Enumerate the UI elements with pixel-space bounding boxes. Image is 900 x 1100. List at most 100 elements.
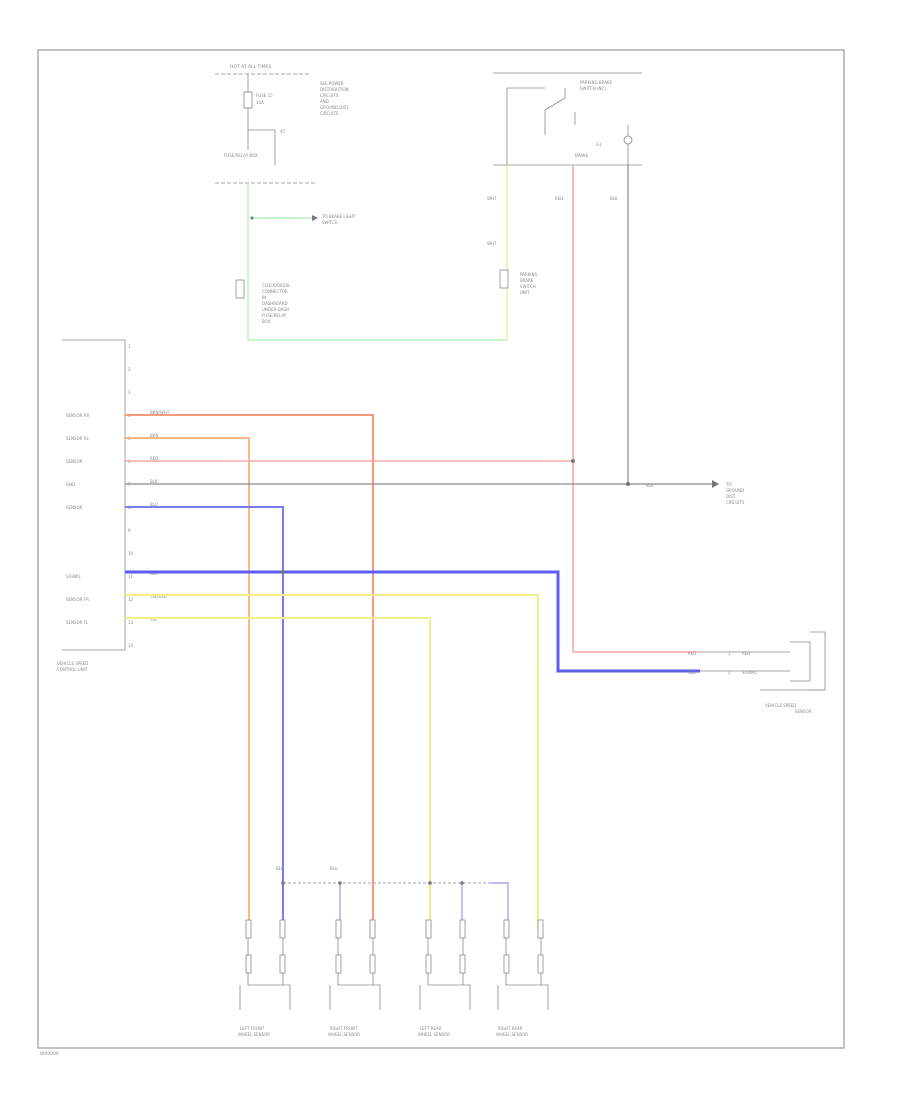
fuse-box-label: FUSE/RELAY BOX <box>224 153 258 158</box>
stop-light-1: TO BRAKE LIGHT <box>321 214 356 219</box>
ground-note-1: TO <box>725 482 732 487</box>
wheel-sensor-name-2: WHEEL SENSOR <box>418 1032 450 1037</box>
pin-wire-color: YEL/RED <box>149 594 167 599</box>
wheel-sensor-pin <box>279 919 286 939</box>
wheel-sensor-pin <box>537 954 544 974</box>
rear-sensor-pin2-color: BLU <box>688 670 696 675</box>
wheel-sensor-pin <box>537 919 544 939</box>
wheel-sensor-name-1: LEFT FRONT <box>240 1026 265 1031</box>
switch-contact <box>544 97 566 111</box>
pin-number: 1 <box>128 344 131 349</box>
pin-number: 2 <box>128 367 131 372</box>
wheel-sensor-pin <box>425 954 432 974</box>
pin-label-a7: A7 <box>280 129 286 134</box>
wheel-sensor-pin <box>369 919 376 939</box>
wheel-sensor-pin <box>503 954 510 974</box>
ground-note-3: DIST. <box>726 494 736 499</box>
rear-sensor-name-1: VEHICLE SPEED <box>765 703 796 708</box>
pin-number: 9 <box>128 528 131 533</box>
switch-title-1: PARKING BRAKE <box>580 80 613 85</box>
rear-sensor-pin2-label: SIGNAL <box>742 670 758 675</box>
pin-wire-color: BLU <box>150 502 158 507</box>
rear-sensor-name-2: SENSOR <box>795 709 812 714</box>
fuse-label: FUSE 15 <box>256 93 273 98</box>
control-unit-name-1: VEHICLE SPEED <box>57 661 88 666</box>
wire-harness: BLK TO GROUND DIST. CIRCUITS <box>125 414 745 930</box>
relay-conn-4: DASHBOARD <box>262 301 288 306</box>
wire-blu-sensor <box>125 506 284 930</box>
relay-conn-1: CLOCK/DIODE <box>262 283 290 288</box>
pin-name: SENSOR RR <box>66 413 90 418</box>
pin-name: SIGNAL <box>66 574 82 579</box>
rear-sensor-pin2-num: 2 <box>728 670 731 675</box>
rear-sensor-pin1-color: RED <box>688 651 696 656</box>
wheel-sensor-pin <box>279 954 286 974</box>
pb-unit-3: SWITCH <box>520 284 536 289</box>
parking-brake-switch-box: PARKING BRAKE SWITCH (NC) G1 BRAKE <box>493 72 642 166</box>
wheel-sensor-pin <box>503 919 510 939</box>
pin-number: 10 <box>128 551 134 556</box>
stop-light-2: SWITCH <box>322 220 338 225</box>
wire-brn <box>125 437 250 930</box>
pin-number: 11 <box>128 574 134 579</box>
wire-blk-bus: BLK <box>646 483 654 488</box>
wire-wht-upper: WHT <box>487 196 497 201</box>
wire-blu-left: BLU <box>276 866 284 871</box>
pin-number: 13 <box>128 620 134 625</box>
green-circuit: TO BRAKE LIGHT SWITCH CLOCK/DIODE CONNEC… <box>235 165 538 341</box>
relay-conn-3: IN <box>262 295 266 300</box>
fuse-note-6: CIRCUITS <box>320 111 339 116</box>
wheel-sensor-pin <box>425 919 432 939</box>
wheel-sensor-name-1: RIGHT FRONT <box>330 1026 358 1031</box>
wheel-sensor-name-2: WHEEL SENSOR <box>496 1032 528 1037</box>
wheel-sensor-pin <box>369 954 376 974</box>
fuse-rating: 10A <box>256 100 264 105</box>
diagram-frame <box>37 49 845 1049</box>
fuse-note-5: GROUND DIST. <box>320 105 349 110</box>
fuse-symbol <box>243 91 253 109</box>
wire-blu-signal <box>125 570 700 673</box>
shield-bus: BLU BLU <box>276 866 509 930</box>
fuse-note-1: SEE POWER <box>320 81 344 86</box>
wheel-sensor-name-2: WHEEL SENSOR <box>238 1032 270 1037</box>
relay-conn-7: BOX <box>262 319 271 324</box>
pin-wire-color: RED <box>150 456 158 461</box>
wire-wht-lower: WHT <box>487 241 497 246</box>
fuse-block-title: HOT AT ALL TIMES <box>230 64 271 70</box>
pin-name: SENSOR <box>66 459 83 464</box>
pin-name: GND <box>66 482 75 487</box>
wheel-sensor-name-2: WHEEL SENSOR <box>328 1032 360 1037</box>
pin-name: SENSOR FR <box>66 597 89 602</box>
relay-conn-2: CONNECTOR <box>262 289 288 294</box>
vehicle-speed-sensor: RED 1 RED BLU 2 SIGNAL VEHICLE SPEED SEN… <box>688 631 826 714</box>
fuse-block: HOT AT ALL TIMES FUSE 15 10A A7 FUSE/REL… <box>215 64 349 184</box>
wire-blu-mid: BLU <box>330 866 338 871</box>
rear-sensor-pin1-num: 1 <box>728 651 731 656</box>
pin-number: 3 <box>128 390 131 395</box>
relay-conn-6: FUSE/RELAY <box>262 313 287 318</box>
wire-brn-wht <box>125 414 374 930</box>
pin-wire-color: BLK <box>150 479 158 484</box>
fuse-note-4: AND <box>320 99 329 104</box>
fuse-note-3: CIRCUITS <box>320 93 339 98</box>
wheel-sensor-name-1: LEFT REAR <box>420 1026 442 1031</box>
pin-name: SENSOR RL <box>66 436 90 441</box>
wheel-sensor-pin <box>459 954 466 974</box>
control-unit-name-2: CONTROL UNIT <box>57 667 88 672</box>
wheel-sensor-name-1: RIGHT REAR <box>498 1026 523 1031</box>
wire-yel-red <box>125 594 539 930</box>
pin-number: 12 <box>128 597 134 602</box>
wheel-sensor-pin <box>335 919 342 939</box>
switch-title-2: SWITCH (NC) <box>580 86 606 91</box>
pin-wire-color: BRN <box>150 433 159 438</box>
pb-unit-4: UNIT <box>520 290 530 295</box>
wheel-sensor-pin <box>459 919 466 939</box>
pb-unit-1: PARKING <box>520 272 538 277</box>
wire-yel <box>125 617 431 930</box>
